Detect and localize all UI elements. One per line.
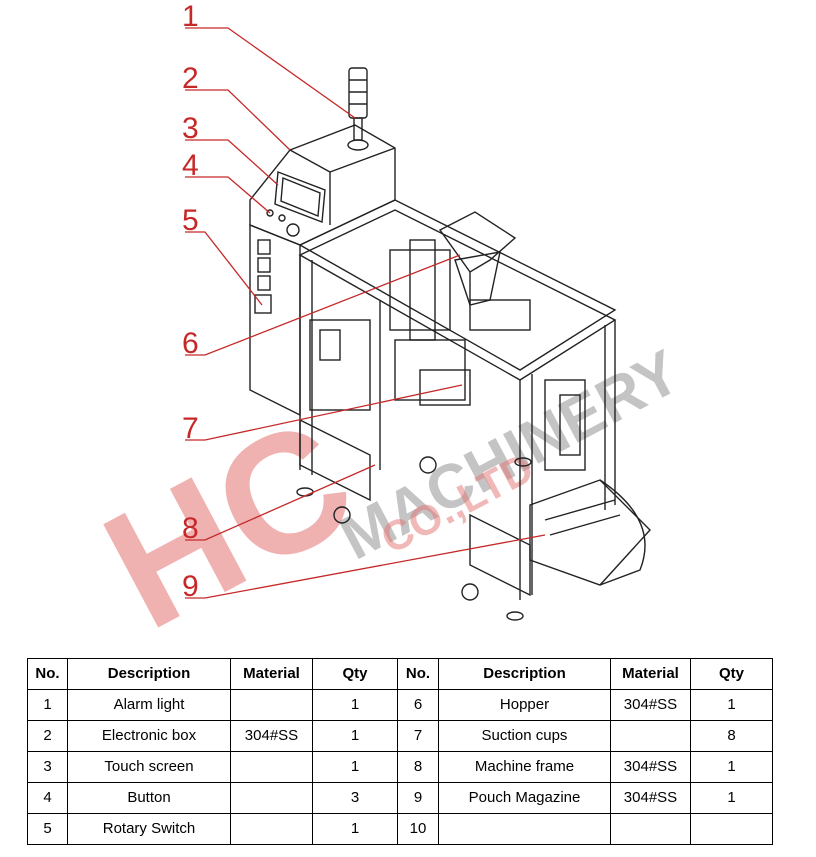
cell-description: Touch screen (67, 751, 231, 783)
table-row: 2 Electronic box 304#SS 1 7 Suction cups… (27, 720, 773, 752)
header-description-left: Description (67, 658, 231, 690)
cell-material: 304#SS (230, 720, 313, 752)
cell-description (438, 813, 611, 845)
cell-description: Hopper (438, 689, 611, 721)
header-qty-right: Qty (690, 658, 773, 690)
cell-material (610, 720, 691, 752)
watermark: HC MACHINERY CO.,LTD (76, 337, 691, 650)
cell-material: 304#SS (610, 782, 691, 814)
table-row: 4 Button 3 9 Pouch Magazine 304#SS 1 (27, 782, 773, 814)
header-material-left: Material (230, 658, 313, 690)
caster-drawing (333, 506, 351, 524)
cell-material (230, 782, 313, 814)
callout-leader-9 (185, 534, 546, 599)
cell-description: Rotary Switch (67, 813, 231, 845)
cell-qty: 1 (690, 689, 773, 721)
cell-material (230, 689, 313, 721)
callout-2: 2 (182, 62, 199, 95)
callout-leader-3 (185, 139, 279, 186)
button-drawing (266, 209, 274, 217)
header-qty-left: Qty (312, 658, 398, 690)
callout-leader-1 (185, 27, 356, 119)
machine-diagram: HC MACHINERY CO.,LTD (76, 0, 691, 650)
cell-description: Alarm light (67, 689, 231, 721)
callout-numbers: 1 2 3 4 5 6 7 8 9 (182, 0, 199, 603)
cell-no: 10 (397, 813, 439, 845)
cell-no: 7 (397, 720, 439, 752)
cell-qty (690, 813, 773, 845)
cell-qty: 1 (690, 751, 773, 783)
cell-no: 6 (397, 689, 439, 721)
cell-description: Machine frame (438, 751, 611, 783)
cell-qty: 1 (690, 782, 773, 814)
table-row: 5 Rotary Switch 1 10 (27, 813, 773, 845)
top-table-drawing (298, 199, 617, 371)
cell-no: 8 (397, 751, 439, 783)
hopper-drawing (438, 211, 517, 273)
header-no-right: No. (397, 658, 439, 690)
cell-description: Button (67, 782, 231, 814)
cell-no: 4 (27, 782, 68, 814)
header-material-right: Material (610, 658, 691, 690)
cell-material: 304#SS (610, 689, 691, 721)
cell-no: 5 (27, 813, 68, 845)
machine-outline (249, 67, 651, 621)
cell-qty: 1 (312, 751, 398, 783)
cell-material (230, 813, 313, 845)
callout-leader-2 (185, 89, 291, 151)
callout-leader-4 (185, 176, 271, 214)
alarm-light-drawing (348, 67, 368, 119)
cell-material: 304#SS (610, 751, 691, 783)
callout-7: 7 (182, 412, 199, 445)
callout-4: 4 (182, 149, 199, 182)
cell-material (230, 751, 313, 783)
cell-no: 1 (27, 689, 68, 721)
callout-leader-6 (185, 254, 461, 356)
table-header-row: No. Description Material Qty No. Descrip… (27, 658, 773, 690)
table-row: 1 Alarm light 1 6 Hopper 304#SS 1 (27, 689, 773, 721)
callout-6: 6 (182, 327, 199, 360)
cell-qty: 1 (312, 720, 398, 752)
cell-qty: 1 (312, 689, 398, 721)
cell-description: Suction cups (438, 720, 611, 752)
cell-qty: 8 (690, 720, 773, 752)
callout-leader-8 (185, 464, 376, 541)
cell-no: 9 (397, 782, 439, 814)
callout-leaders (185, 27, 546, 599)
callout-1: 1 (182, 0, 199, 33)
cell-description: Electronic box (67, 720, 231, 752)
pouch-magazine-drawing (529, 479, 651, 586)
table-row: 3 Touch screen 1 8 Machine frame 304#SS … (27, 751, 773, 783)
cell-no: 3 (27, 751, 68, 783)
parts-table: No. Description Material Qty No. Descrip… (27, 658, 773, 845)
cell-qty: 1 (312, 813, 398, 845)
touch-screen-drawing (274, 171, 326, 223)
header-no-left: No. (27, 658, 68, 690)
callout-8: 8 (182, 512, 199, 545)
callout-leader-5 (185, 231, 263, 306)
cell-material (610, 813, 691, 845)
rotary-switch-drawing (254, 294, 272, 314)
cell-qty: 3 (312, 782, 398, 814)
callout-3: 3 (182, 112, 199, 145)
cell-no: 2 (27, 720, 68, 752)
callout-5: 5 (182, 204, 199, 237)
callout-leader-7 (185, 384, 463, 441)
header-description-right: Description (438, 658, 611, 690)
electronic-box-drawing (249, 124, 396, 246)
callout-9: 9 (182, 570, 199, 603)
cell-description: Pouch Magazine (438, 782, 611, 814)
